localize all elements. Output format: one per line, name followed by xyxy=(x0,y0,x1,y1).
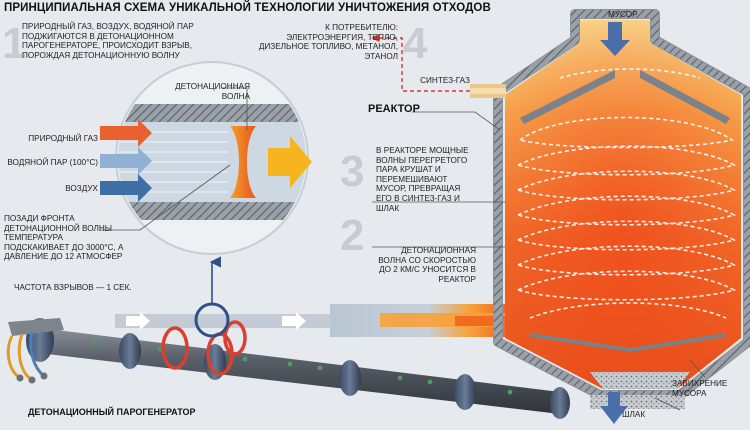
generator-label: ДЕТОНАЦИОННЫЙ ПАРОГЕНЕРАТОР xyxy=(28,407,196,417)
wave-label: ДЕТОНАЦИОННАЯ ВОЛНА xyxy=(175,82,250,101)
step-4-number: 4 xyxy=(403,19,428,68)
step-4-text: К ПОТРЕБИТЕЛЮ: ЭЛЕКТРОЭНЕРГИЯ, ТЕПЛО, ДИ… xyxy=(258,23,398,61)
flow-channel xyxy=(115,304,505,337)
slag-outlet-arrow xyxy=(600,392,628,424)
waste-label: МУСОР xyxy=(608,10,638,19)
reactor-swirls xyxy=(517,68,737,319)
waste-inlet-arrow xyxy=(600,22,630,56)
syngas-pipe xyxy=(470,84,506,98)
syngas-dashed-path xyxy=(371,33,470,92)
slag-label: ШЛАК xyxy=(622,410,646,419)
leader-lines xyxy=(100,87,706,411)
step-2-number: 2 xyxy=(340,211,365,260)
step-3-text: В РЕАКТОРЕ МОЩНЫЕ ВОЛНЫ ПЕРЕГРЕТОГО ПАРА… xyxy=(376,146,469,213)
inlet-label-steam: ВОДЯНОЙ ПАР (100°C) xyxy=(7,158,98,167)
generator-pipe xyxy=(6,318,570,419)
front-note: ПОЗАДИ ФРОНТА ДЕТОНАЦИОННОЙ ВОЛНЫ ТЕМПЕР… xyxy=(4,214,124,262)
zoom-cross-section xyxy=(115,61,312,255)
inlet-label-gas: ПРИРОДНЫЙ ГАЗ xyxy=(28,134,98,143)
step-3-number: 3 xyxy=(340,147,365,196)
magnifier-link xyxy=(194,256,230,338)
step-2-text: ДЕТОНАЦИОННАЯ ВОЛНА СО СКОРОСТЬЮ ДО 2 КМ… xyxy=(378,246,476,284)
inlet-arrows xyxy=(100,119,152,202)
step-1-number: 1 xyxy=(2,19,27,68)
syngas-label: СИНТЕЗ-ГАЗ xyxy=(420,76,470,85)
vortex-label: ЗАВИХРЕНИЕ МУСОРА xyxy=(672,379,728,398)
reactor-label: РЕАКТОР xyxy=(368,103,420,115)
page-title: ПРИНЦИПИАЛЬНАЯ СХЕМА УНИКАЛЬНОЙ ТЕХНОЛОГ… xyxy=(4,2,491,14)
frequency-note: ЧАСТОТА ВЗРЫВОВ — 1 СЕК. xyxy=(14,283,132,292)
step-1-text: ПРИРОДНЫЙ ГАЗ, ВОЗДУХ, ВОДЯНОЙ ПАР ПОДЖИ… xyxy=(22,22,194,60)
inlet-label-air: ВОЗДУХ xyxy=(65,184,98,193)
injector-manifold xyxy=(6,318,64,384)
reactor-vessel xyxy=(493,9,750,409)
